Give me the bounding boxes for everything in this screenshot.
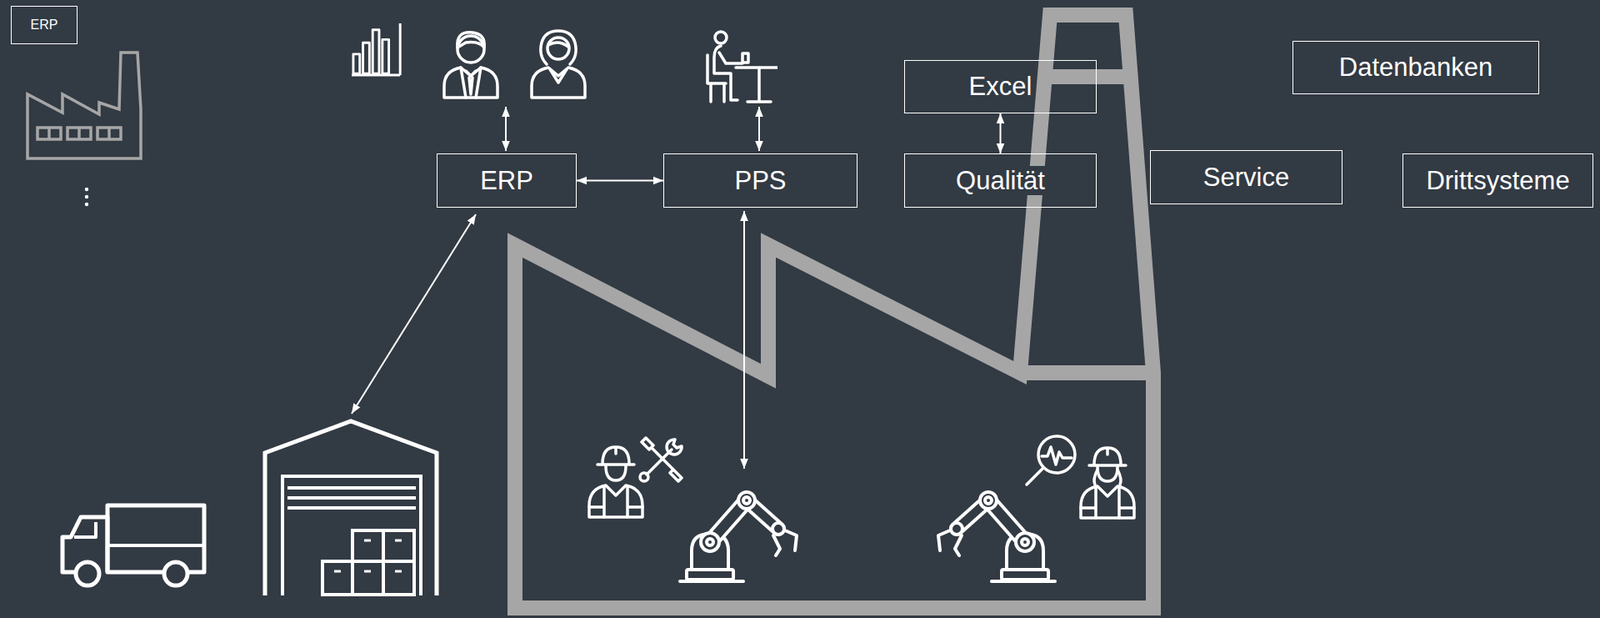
system-box: ERP: [10, 5, 78, 45]
truck-icon: [62, 505, 205, 585]
warehouse-outline: [265, 420, 437, 595]
connector-arrow: [1000, 113, 1002, 154]
machine-arrow: [743, 210, 745, 469]
door-slats: [287, 487, 416, 508]
wheel: [75, 561, 100, 585]
dot: [85, 195, 89, 199]
system-box: Datenbanken: [1292, 40, 1540, 95]
crates: [322, 530, 415, 595]
chimney-band: [1045, 69, 1131, 85]
truck-box: [107, 505, 205, 572]
factory-windows: [37, 127, 121, 140]
connector-arrow: [576, 180, 664, 182]
leader-arrows: [351, 106, 760, 469]
box-label: Datenbanken: [1335, 52, 1496, 83]
planner-icon: [707, 31, 778, 102]
manager-icon: [531, 30, 585, 98]
system-box: ERP: [436, 153, 577, 208]
more-dots: [85, 187, 89, 206]
tools-icon: [640, 437, 682, 481]
box-label: Excel: [965, 71, 1036, 102]
crate-labels: [334, 540, 402, 571]
factory-outline: [27, 52, 141, 159]
dot: [85, 187, 89, 191]
system-box: PPS: [663, 153, 858, 208]
system-box: Service: [1150, 150, 1343, 205]
box-label: PPS: [730, 165, 790, 196]
chimney-base: [1020, 365, 1154, 380]
warehouse-arrow: [351, 214, 476, 414]
truck-window: [74, 521, 96, 537]
magnifier-icon: [1026, 435, 1075, 485]
system-box: Excel: [904, 60, 1097, 114]
box-label: ERP: [476, 165, 537, 196]
dot: [85, 202, 89, 206]
manager-icon: [444, 32, 498, 98]
user-arrow: [758, 106, 760, 151]
robot-mirrored: [938, 491, 1055, 581]
factory-building: [515, 15, 1154, 608]
robot-icon: [938, 491, 1055, 581]
warehouse-icon: [265, 420, 437, 595]
robot-icon: [680, 491, 797, 581]
box-label: Qualität: [952, 165, 1049, 196]
box-label: ERP: [27, 17, 62, 33]
worker-icon: [1080, 447, 1135, 518]
small-factory-icon: [27, 52, 141, 159]
system-box: Drittsysteme: [1402, 153, 1594, 208]
chart-icon: [351, 23, 400, 75]
worker-icon: [589, 446, 643, 517]
wheel: [164, 561, 188, 585]
system-box: Qualität: [904, 153, 1097, 208]
box-label: Service: [1200, 162, 1293, 193]
warehouse-door: [282, 475, 421, 595]
box-label: Drittsysteme: [1422, 165, 1573, 196]
user-arrow: [505, 106, 507, 151]
factory-outline: [515, 15, 1154, 608]
truck-stripe: [107, 543, 205, 547]
